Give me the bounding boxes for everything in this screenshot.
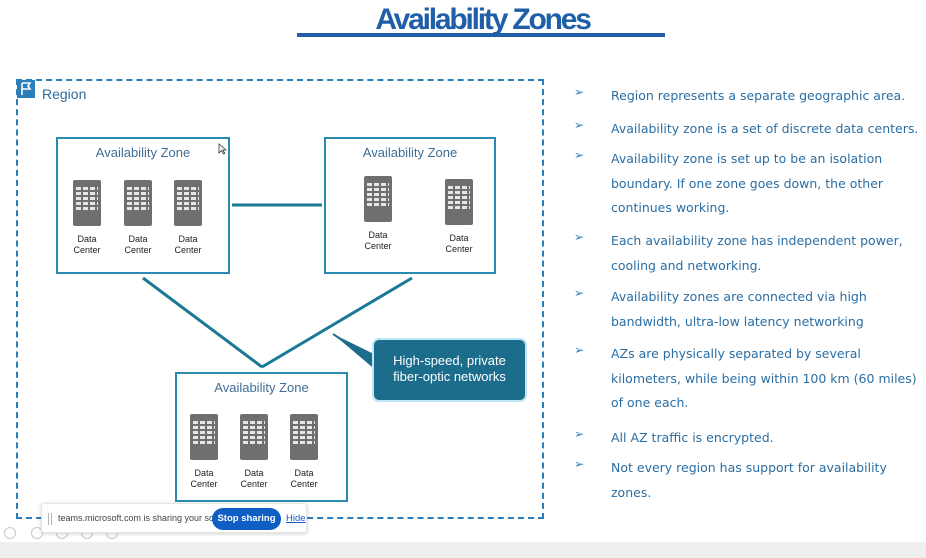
server-rack-icon: [174, 180, 202, 226]
zone-title: Availability Zone: [95, 145, 191, 160]
slide-title: Availability Zones: [375, 3, 592, 36]
server-rack-icon: [240, 414, 268, 460]
zone-title: Availability Zone: [214, 380, 309, 395]
title-underline: [297, 33, 665, 37]
mouse-cursor-icon: [218, 143, 228, 158]
bullet-text: Not every region has support for availab…: [611, 460, 887, 500]
callout-pointer-fill: [333, 334, 378, 372]
pen-icon[interactable]: [31, 527, 43, 539]
server-rack-icon: [73, 180, 101, 226]
bullet-text: AZs are physically separated by several …: [611, 346, 917, 410]
bullet-text: Region represents a separate geographic …: [611, 88, 906, 103]
server-rack-icon: [190, 414, 218, 460]
previous-icon[interactable]: [4, 527, 16, 539]
bullet-text: Availability zone is set up to be an iso…: [611, 151, 884, 215]
zone-title: Availability Zone: [362, 145, 458, 160]
arrow-bullet-icon: ➢: [574, 343, 585, 357]
hide-link[interactable]: Hide: [286, 513, 306, 524]
screen-share-bar: teams.microsoft.com is sharing your scre…: [41, 503, 307, 533]
share-message: teams.microsoft.com is sharing your scre…: [58, 513, 235, 523]
connector-line: [142, 276, 263, 369]
drag-handle-icon[interactable]: [48, 513, 53, 525]
stop-sharing-button[interactable]: Stop sharing: [212, 508, 281, 530]
flag-icon: [17, 80, 35, 98]
server-rack-icon: [124, 180, 152, 226]
server-rack-icon: [445, 179, 473, 225]
bullet-text: Availability zone is a set of discrete d…: [611, 121, 919, 136]
arrow-bullet-icon: ➢: [574, 85, 585, 99]
arrow-bullet-icon: ➢: [574, 286, 585, 300]
arrow-bullet-icon: ➢: [574, 230, 585, 244]
arrow-bullet-icon: ➢: [574, 148, 585, 162]
arrow-bullet-icon: ➢: [574, 118, 585, 132]
bullet-text: Each availability zone has independent p…: [611, 233, 903, 273]
arrow-bullet-icon: ➢: [574, 457, 585, 471]
presentation-toolbar: [0, 542, 926, 558]
arrow-bullet-icon: ➢: [574, 427, 585, 441]
server-rack-icon: [364, 176, 392, 222]
bullet-text: Availability zones are connected via hig…: [611, 289, 867, 329]
server-rack-icon: [290, 414, 318, 460]
region-label: Region: [42, 86, 87, 102]
connector-line: [261, 276, 413, 369]
bullet-text: All AZ traffic is encrypted.: [611, 430, 774, 445]
